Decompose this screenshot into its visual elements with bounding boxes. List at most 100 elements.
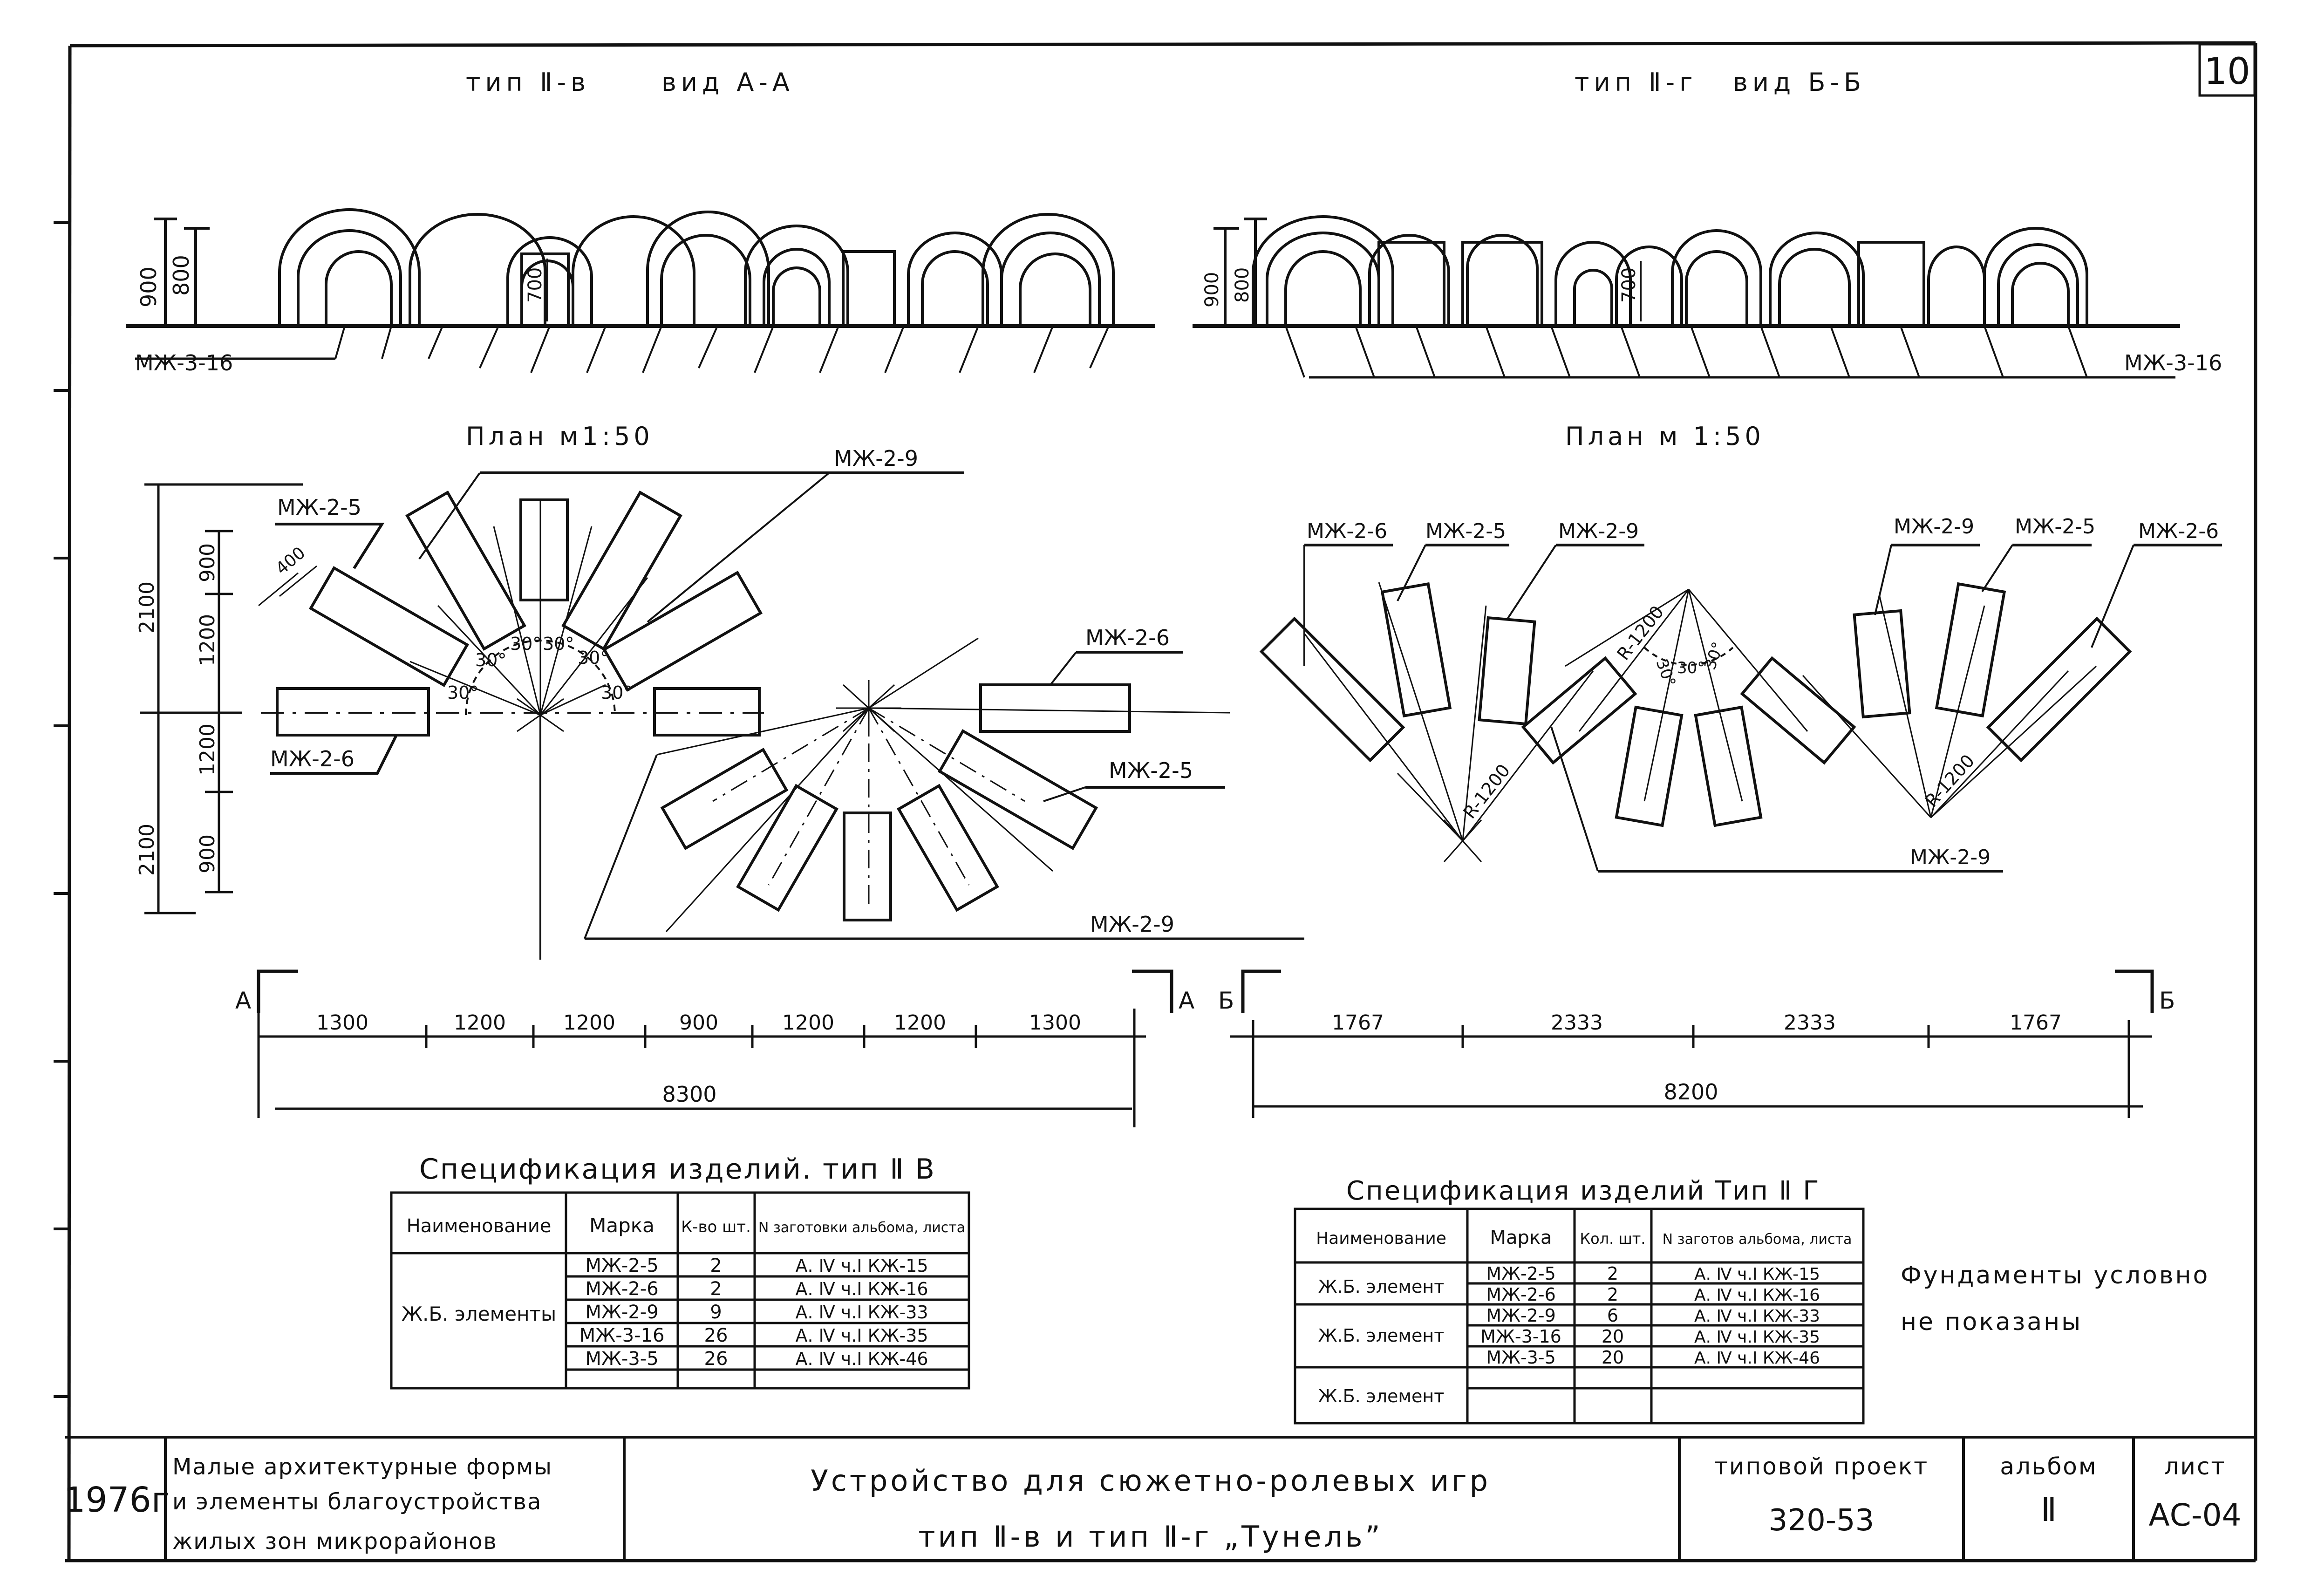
- table-cell: А. Ⅳ ч.Ⅰ КЖ-35: [1694, 1328, 1820, 1347]
- plan-right-callout: МЖ-2-5: [2015, 515, 2095, 539]
- section-mark-a-right: А: [1179, 987, 1194, 1014]
- sheet-number: 10: [2204, 51, 2250, 93]
- table-cell: МЖ-2-6: [1486, 1284, 1556, 1305]
- view-right-caption: вид Б-Б: [1733, 68, 1866, 97]
- table-cell: МЖ-3-5: [585, 1348, 658, 1370]
- title-block-project-label: типовой проект: [1714, 1453, 1929, 1480]
- plan-left-angle: 30°: [578, 648, 609, 668]
- table-cell: А. Ⅳ ч.Ⅰ КЖ-16: [795, 1279, 928, 1299]
- table-cell: 6: [1607, 1305, 1618, 1326]
- plan-right-callout: МЖ-2-9: [1894, 515, 1974, 539]
- spec-left-group: Ж.Б. элементы: [402, 1303, 556, 1325]
- table-cell: МЖ-2-9: [1486, 1305, 1556, 1326]
- view-right-callout: МЖ-3-16: [2124, 350, 2222, 375]
- plan-left-callout-mzh-2-5-right: МЖ-2-5: [1109, 758, 1193, 783]
- plan-left-angle: 30°: [510, 634, 541, 654]
- title-block-grid: [165, 1437, 2134, 1561]
- table-cell: А. Ⅳ ч.Ⅰ КЖ-15: [1694, 1265, 1820, 1284]
- plan-left-angle: 30°: [475, 650, 506, 670]
- view-left-dim-800: 800: [169, 255, 194, 296]
- spec-right-title: Спецификация изделий Тип Ⅱ Г: [1346, 1176, 1820, 1206]
- table-cell: МЖ-3-16: [1480, 1326, 1561, 1347]
- spec-left-header-name: Наименование: [407, 1215, 552, 1237]
- table-cell: А. Ⅳ ч.Ⅰ КЖ-46: [795, 1349, 928, 1369]
- table-cell: 2: [710, 1278, 722, 1300]
- spec-left-header-blank: N заготовки альбома, листа: [758, 1220, 965, 1236]
- plan-right-dim: 1767: [2010, 1011, 2062, 1035]
- table-cell: МЖ-3-16: [579, 1325, 665, 1346]
- table-cell: МЖ-2-9: [585, 1302, 658, 1323]
- table-cell: МЖ-2-5: [585, 1255, 658, 1276]
- elevation-left: [126, 210, 1155, 373]
- spec-left-title: Спецификация изделий. тип Ⅱ В: [419, 1153, 936, 1186]
- spec-left-grid: [391, 1193, 969, 1388]
- table-cell: 26: [704, 1348, 728, 1370]
- view-left-title: тип Ⅱ-в: [466, 68, 590, 97]
- view-left-dim-900: 900: [136, 266, 161, 307]
- plan-right-dim: 2333: [1551, 1011, 1603, 1035]
- table-cell: А. Ⅳ ч.Ⅰ КЖ-15: [795, 1255, 928, 1276]
- plan-right-callout: МЖ-2-9: [1558, 519, 1639, 543]
- table-cell: МЖ-3-5: [1486, 1347, 1556, 1368]
- table-cell: А. Ⅳ ч.Ⅰ КЖ-16: [1694, 1286, 1820, 1305]
- plan-left-callout-mzh-2-9-top: МЖ-2-9: [834, 446, 918, 471]
- plan-left-total: 8300: [662, 1082, 716, 1107]
- view-right-dim-800: 800: [1232, 267, 1253, 303]
- plan-right-callout: МЖ-2-9: [1910, 846, 1991, 869]
- plan-right-angle: 30°: [1701, 640, 1728, 672]
- title-block-series-line: жилых зон микрорайонов: [172, 1528, 498, 1555]
- table-cell: 20: [1602, 1326, 1624, 1347]
- table-cell: 26: [704, 1325, 728, 1346]
- view-left-caption: вид А-А: [661, 68, 794, 97]
- spec-right-header-blank: N заготов альбома, листа: [1663, 1231, 1852, 1248]
- view-right-dim-700: 700: [1618, 267, 1640, 303]
- spec-right-header-qty: Кол. шт.: [1580, 1230, 1645, 1248]
- margin-ticks: [54, 223, 70, 1397]
- plan-left-callout-mzh-2-6-left: МЖ-2-6: [270, 746, 354, 771]
- table-cell: 2: [1607, 1284, 1618, 1305]
- plan-left-angle: 30°: [543, 634, 574, 654]
- plan-right-total: 8200: [1663, 1079, 1718, 1105]
- plan-left-dim: 1200: [454, 1011, 506, 1035]
- title-block-album-value: Ⅱ: [2041, 1491, 2057, 1529]
- plan-right-dim: 2333: [1784, 1011, 1836, 1035]
- title-block-drawing-subtitle: тип Ⅱ-в и тип Ⅱ-г „Тунель”: [918, 1520, 1383, 1554]
- spec-right-rows: МЖ-2-5 2 А. Ⅳ ч.Ⅰ КЖ-15 МЖ-2-6 2 А. Ⅳ ч.…: [1480, 1263, 1820, 1368]
- plan-left-vdim: 900: [196, 543, 219, 582]
- table-cell: А. Ⅳ ч.Ⅰ КЖ-46: [1694, 1349, 1820, 1368]
- plan-left-dim: 1300: [1029, 1011, 1081, 1035]
- plan-left-callout-mzh-2-6-right: МЖ-2-6: [1085, 625, 1170, 650]
- section-mark-b-right: Б: [2159, 987, 2175, 1014]
- plan-right-radius: R-1200: [1921, 750, 1978, 811]
- spec-right-group: Ж.Б. элемент: [1318, 1325, 1445, 1346]
- table-cell: А. Ⅳ ч.Ⅰ КЖ-33: [795, 1302, 928, 1323]
- table-cell: МЖ-2-6: [585, 1278, 658, 1300]
- plan-left-title: План м1:50: [466, 422, 654, 451]
- plan-left-dim-chain: [259, 1009, 1146, 1127]
- title-block-album-label: альбом: [2000, 1453, 2097, 1480]
- table-cell: 20: [1602, 1347, 1624, 1368]
- spec-right-grid: [1295, 1209, 1863, 1423]
- title-block-drawing-title: Устройство для сюжетно-ролевых игр: [811, 1464, 1491, 1498]
- plan-right-callout: МЖ-2-6: [1307, 519, 1387, 543]
- table-cell: 9: [710, 1302, 722, 1323]
- view-right-title: тип Ⅱ-г: [1575, 68, 1697, 97]
- plan-left-callout-mzh-2-5-top: МЖ-2-5: [277, 495, 361, 520]
- plan-left-dim: 1200: [894, 1011, 946, 1035]
- plan-left-dim: 900: [679, 1011, 718, 1035]
- spec-right-header-name: Наименование: [1316, 1229, 1446, 1248]
- plan-left-dim: 1200: [563, 1011, 615, 1035]
- title-block-sheet-label: лист: [2164, 1453, 2226, 1480]
- sheet-frame: [65, 43, 2256, 1562]
- title-block-year: 1976г: [63, 1480, 169, 1520]
- plan-left-vdim: 1200: [196, 614, 219, 666]
- plan-left-vdim: 1200: [196, 723, 219, 776]
- table-cell: А. Ⅳ ч.Ⅰ КЖ-35: [795, 1325, 928, 1346]
- plan-left-dim: 1200: [782, 1011, 834, 1035]
- plan-left-vdim: 2100: [135, 581, 159, 634]
- table-cell: 2: [710, 1255, 722, 1276]
- plan-right-dim-chain: [1230, 1020, 2152, 1118]
- view-left-callout: МЖ-3-16: [135, 350, 233, 375]
- plan-right-callout: МЖ-2-5: [1425, 519, 1506, 543]
